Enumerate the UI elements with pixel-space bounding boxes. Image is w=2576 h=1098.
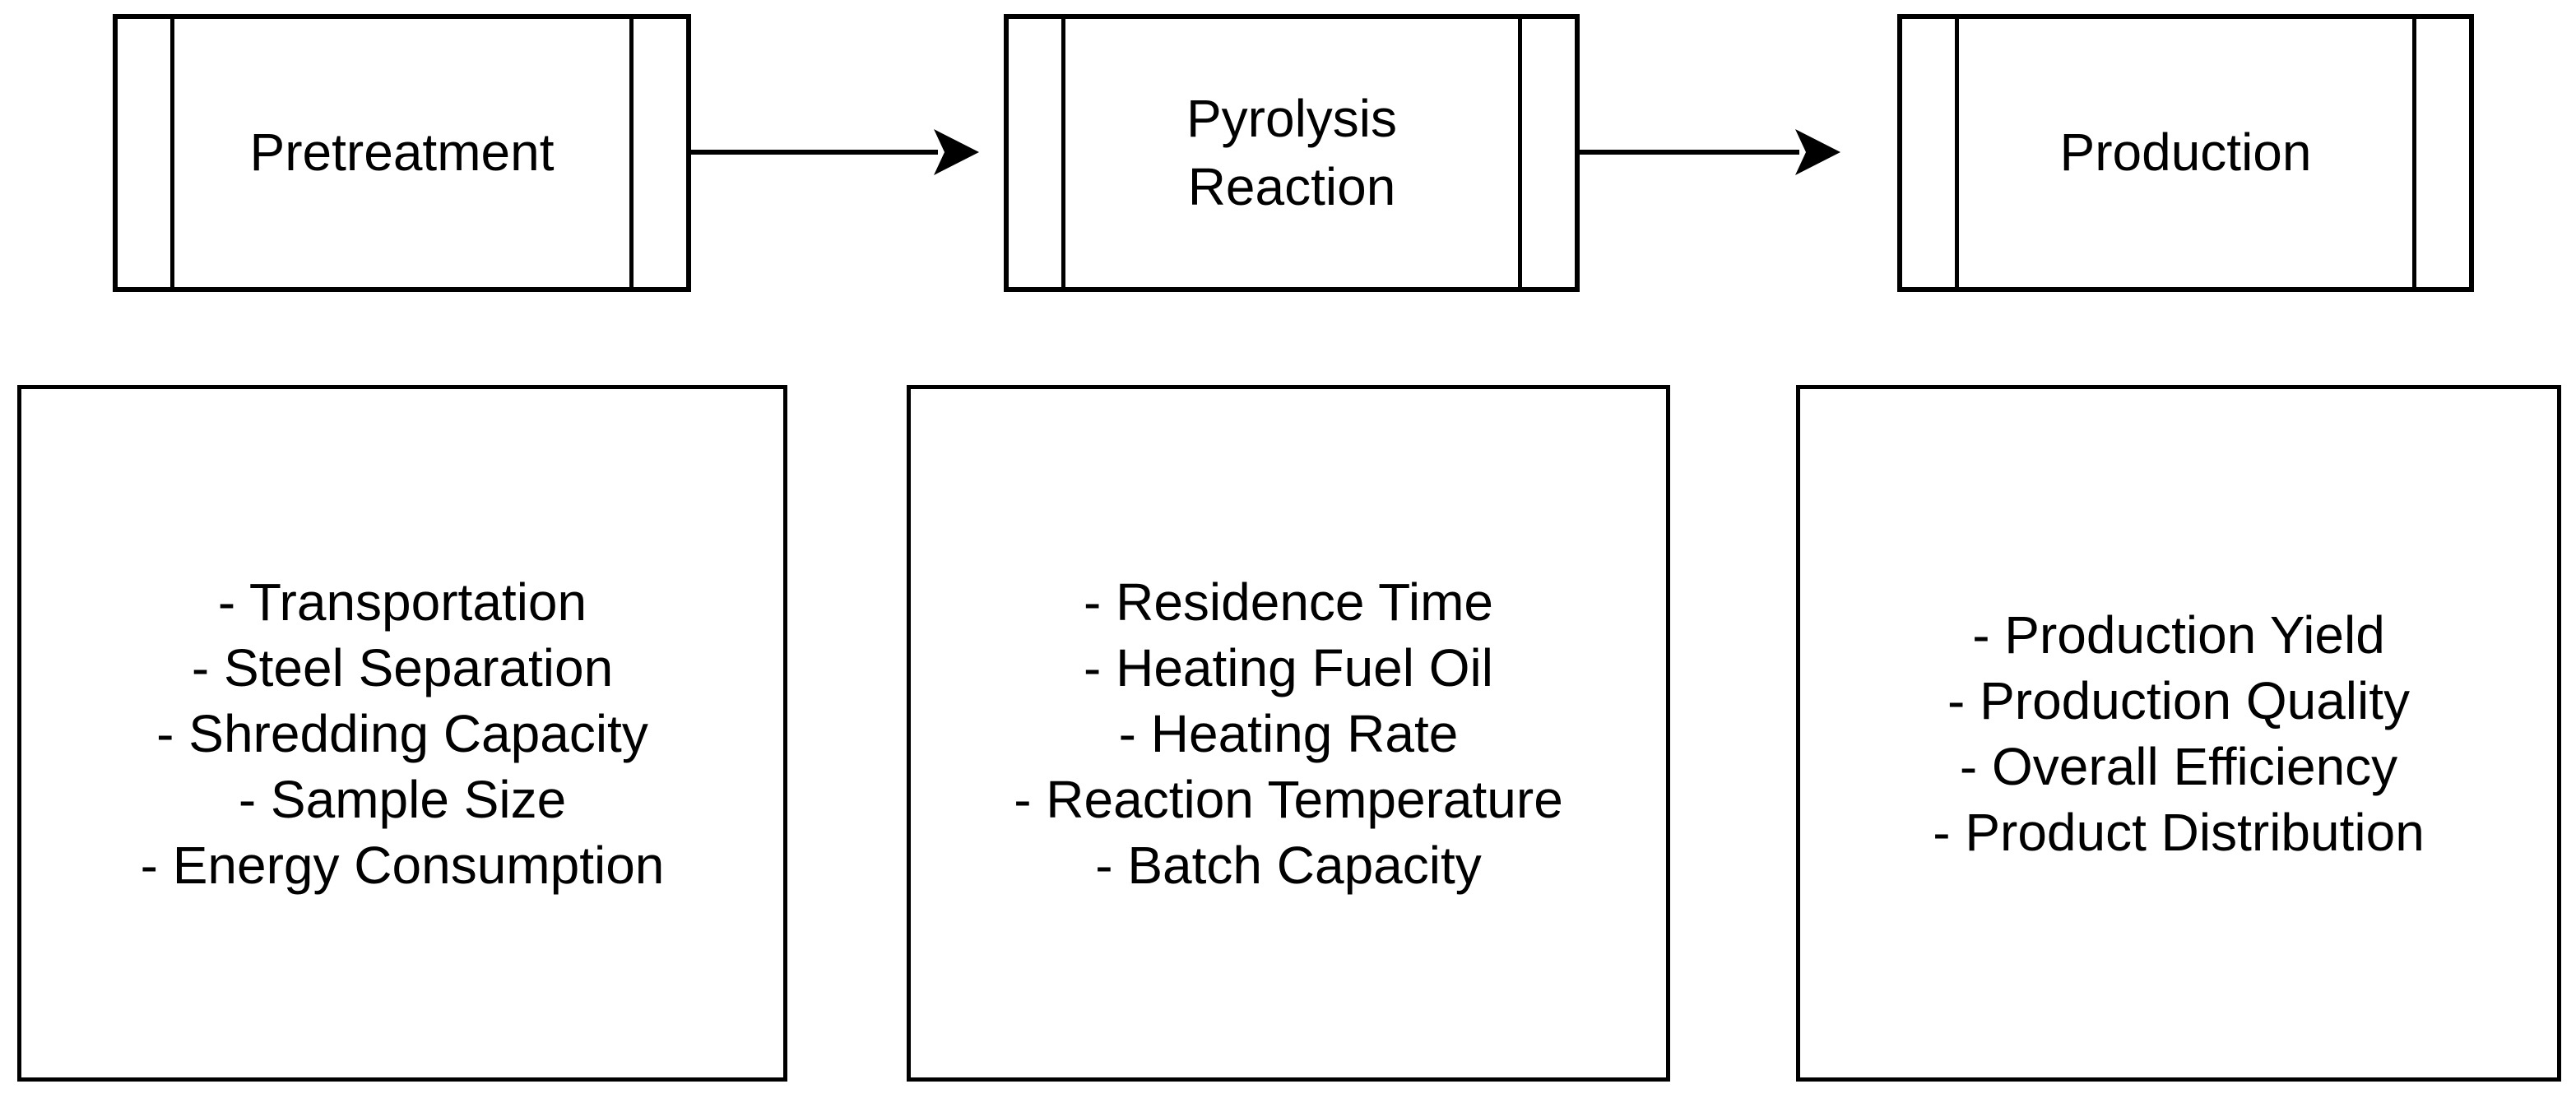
detail-item: - Shredding Capacity [156,703,648,763]
detail-item: - Overall Efficiency [1959,736,2398,796]
predefined-process-right-line [2412,19,2416,287]
detail-item: - Residence Time [1084,572,1493,632]
stage-label-production: Production [2059,123,2312,183]
predefined-process-right-line [1518,19,1522,287]
flow-arrow-icon [691,129,979,175]
detail-item: - Energy Consumption [140,835,665,895]
stage-shape-pretreatment: Pretreatment [113,14,691,292]
detail-item: - Heating Fuel Oil [1084,637,1493,697]
detail-item: - Steel Separation [191,637,614,697]
detail-item: - Sample Size [238,769,567,829]
stage-label-pretreatment: Pretreatment [249,123,555,183]
detail-item: - Batch Capacity [1095,835,1482,895]
detail-box-pyrolysis-reaction: - Residence Time - Heating Fuel Oil - He… [907,385,1670,1082]
stage-label-pyrolysis-reaction: Pyrolysis Reaction [1186,88,1398,216]
detail-item: - Production Quality [1947,670,2411,730]
detail-box-production: - Production Yield - Production Quality … [1796,385,2561,1082]
detail-item: - Production Yield [1972,605,2385,665]
predefined-process-left-line [1061,19,1065,287]
predefined-process-right-line [629,19,634,287]
detail-item: - Transportation [217,572,587,632]
predefined-process-left-line [170,19,174,287]
detail-box-pretreatment: - Transportation - Steel Separation - Sh… [17,385,787,1082]
arrow-head-icon [934,129,979,175]
flow-arrow-icon [1580,129,1840,175]
detail-item: - Reaction Temperature [1014,769,1563,829]
arrow-head-icon [1795,129,1840,175]
stage-shape-pyrolysis-reaction: Pyrolysis Reaction [1004,14,1580,292]
detail-item: - Heating Rate [1118,703,1459,763]
detail-item: - Product Distribution [1933,802,2425,862]
stage-shape-production: Production [1897,14,2474,292]
predefined-process-left-line [1955,19,1959,287]
